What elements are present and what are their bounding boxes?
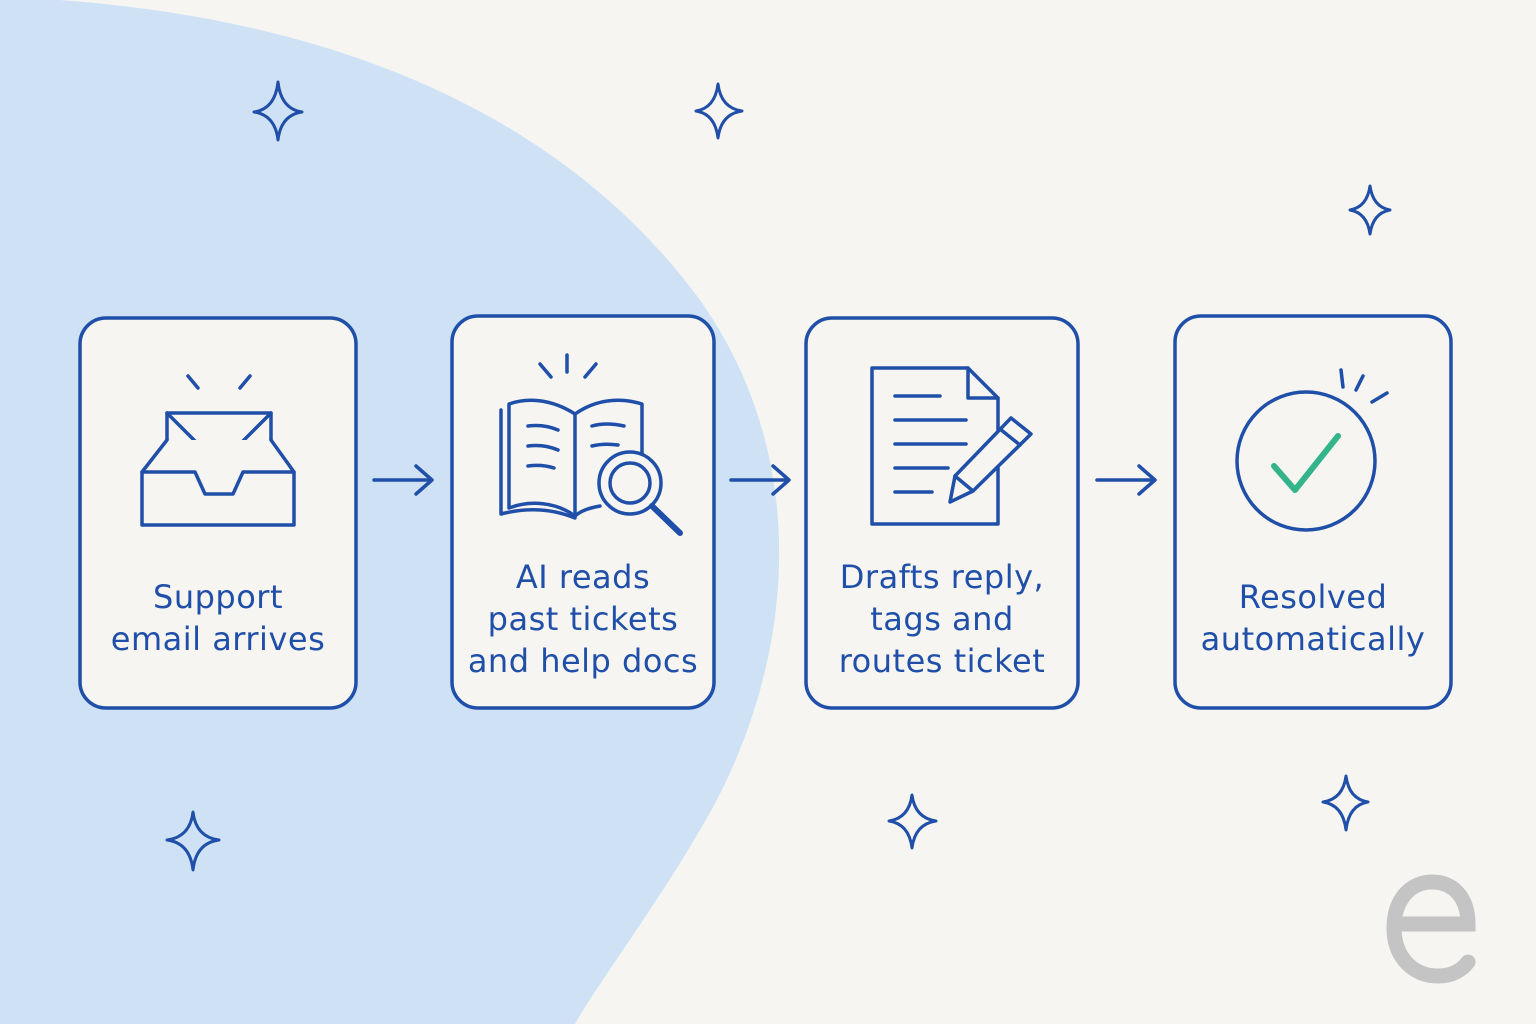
step-label-line: automatically xyxy=(1200,620,1426,658)
arrow-right-icon xyxy=(729,464,791,496)
step-label-line: AI reads xyxy=(515,558,651,596)
background-blob xyxy=(0,0,780,1024)
step-label-read: AI reads past tickets and help docs xyxy=(459,556,707,682)
book-magnifier-icon xyxy=(499,353,683,536)
step-label-line: and help docs xyxy=(467,642,699,680)
arrow-right-icon xyxy=(1095,464,1157,496)
sparkle-icon xyxy=(165,810,221,872)
sparkle-icon xyxy=(887,793,938,850)
document-pen-icon xyxy=(870,366,1033,526)
inbox-envelope-icon xyxy=(140,374,296,527)
step-label-line: Resolved xyxy=(1238,578,1388,616)
step-label-line: past tickets xyxy=(487,600,679,638)
step-label-line: Drafts reply, xyxy=(839,558,1045,596)
step-label-line: Support xyxy=(153,578,283,616)
sparkle-icon xyxy=(694,82,744,140)
step-label-resolved: Resolved automatically xyxy=(1185,576,1441,660)
step-label-line: routes ticket xyxy=(838,642,1046,680)
check-circle-icon xyxy=(1235,368,1389,532)
step-label-email: Support email arrives xyxy=(90,576,346,660)
step-label-draft: Drafts reply, tags and routes ticket xyxy=(814,556,1070,682)
sparkle-icon xyxy=(1321,774,1370,832)
step-label-line: email arrives xyxy=(110,620,326,658)
e-logo-icon xyxy=(1386,874,1476,984)
sparkle-icon xyxy=(252,80,304,142)
sparkle-icon xyxy=(1348,184,1392,236)
arrow-right-icon xyxy=(372,464,434,496)
step-label-line: tags and xyxy=(870,600,1014,638)
